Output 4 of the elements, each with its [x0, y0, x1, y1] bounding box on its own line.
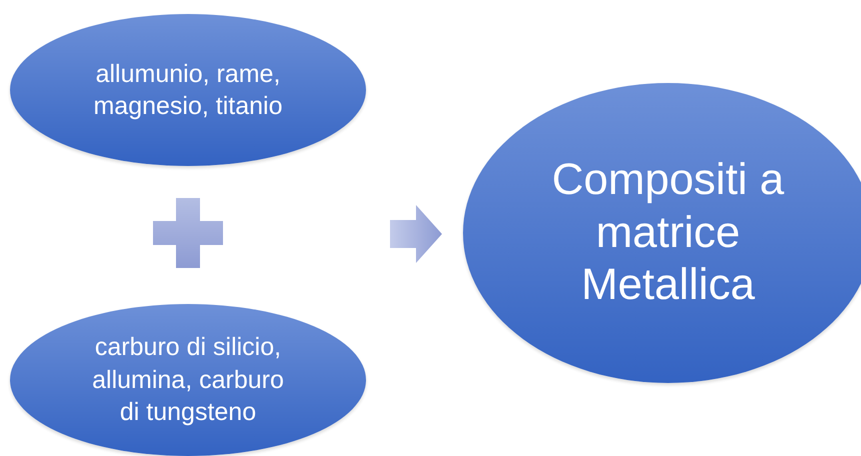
node-text: allumunio, rame, magnesio, titanio [92, 58, 284, 122]
node-text: carburo di silicio, allumina, carburo di tungsteno [91, 332, 285, 428]
block-arrow [390, 205, 442, 263]
node-text: Compositi a matrice Metallica [550, 154, 786, 312]
